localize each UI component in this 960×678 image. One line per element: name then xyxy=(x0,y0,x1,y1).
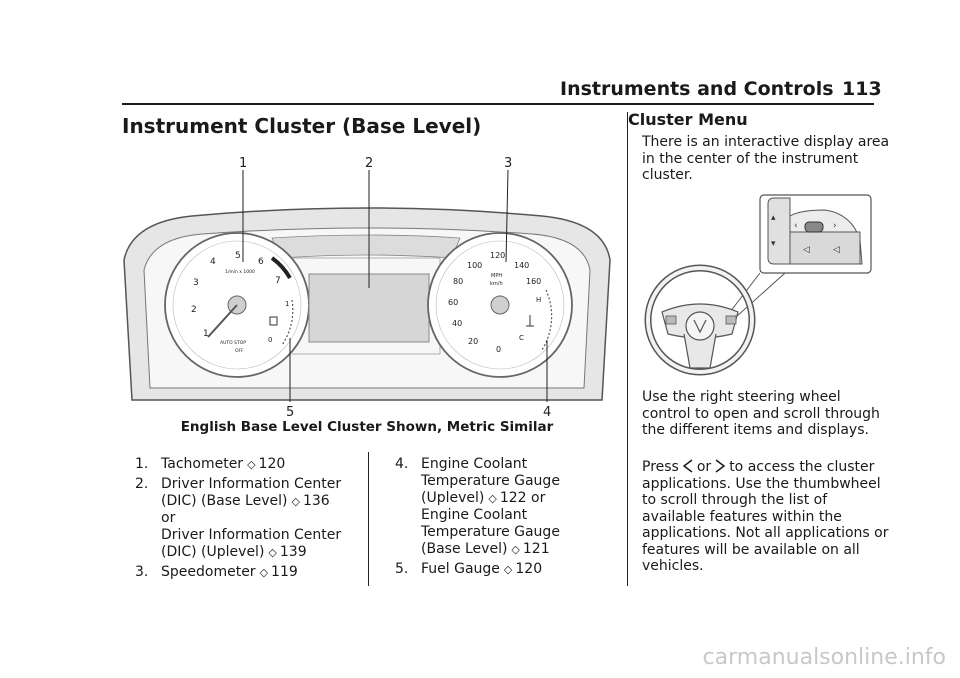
figure-caption: English Base Level Cluster Shown, Metric… xyxy=(180,419,554,435)
callout-2: 2 xyxy=(365,156,373,171)
list-item: 4. Engine Coolant Temperature Gauge (Upl… xyxy=(395,456,560,557)
speedo-label-0: 0 xyxy=(496,345,501,354)
watermark: carmanualsonline.info xyxy=(702,645,946,670)
page-ref-link[interactable]: 122 xyxy=(499,490,527,506)
callout-1: 1 xyxy=(239,156,247,171)
page-ref-link[interactable]: 139 xyxy=(279,544,307,560)
svg-text:▴: ▴ xyxy=(771,213,776,223)
callout-3: 3 xyxy=(504,156,512,171)
left-chevron-icon xyxy=(682,459,693,473)
speedo-label-160: 160 xyxy=(526,277,541,286)
list-number: 4. xyxy=(395,456,409,472)
page-ref-icon: ◇ xyxy=(503,563,513,576)
column-rule xyxy=(627,112,628,586)
list-item: 5. Fuel Gauge◇120 xyxy=(395,561,543,577)
callout-list-left: 1. Tachometer◇120 2. Driver Information … xyxy=(135,456,360,584)
instrument-cluster-illustration: 1 2 3 4 5 6 7 1/min x 1000 AUTO STOP OFF… xyxy=(123,156,611,420)
tach-label-1: 1 xyxy=(203,329,209,339)
page-ref-icon: ◇ xyxy=(511,543,520,556)
tach-label-2: 2 xyxy=(191,305,197,315)
left-chevron-icon: ‹ xyxy=(794,221,798,231)
list-number: 2. xyxy=(135,476,149,492)
volume-down-icon: ◁ xyxy=(803,245,810,255)
intro-paragraph: There is an interactive display area in … xyxy=(642,134,890,183)
right-chevron-icon xyxy=(715,459,726,473)
callout-list-right: 4. Engine Coolant Temperature Gauge (Upl… xyxy=(395,456,615,581)
page-ref-link[interactable]: 136 xyxy=(302,493,330,509)
chapter-title: Instruments and Controls xyxy=(560,78,834,100)
page-ref-link[interactable]: 121 xyxy=(522,541,550,557)
callout-5: 5 xyxy=(286,405,294,420)
tach-label-3: 3 xyxy=(193,278,199,288)
speedo-label-100: 100 xyxy=(467,261,482,270)
fuel-empty-label: 0 xyxy=(268,336,272,344)
cluster-menu-title: Cluster Menu xyxy=(628,110,748,129)
speedo-label-20: 20 xyxy=(468,337,478,346)
callout-4: 4 xyxy=(543,405,551,420)
page-ref-link[interactable]: 119 xyxy=(271,564,298,580)
tachometer-gauge: 1 2 3 4 5 6 7 1/min x 1000 AUTO STOP OFF… xyxy=(164,232,310,378)
speedo-label-140: 140 xyxy=(514,261,529,270)
header-rule xyxy=(122,103,874,105)
page-ref-icon: ◇ xyxy=(268,546,277,559)
page-ref-link[interactable]: 120 xyxy=(258,456,286,472)
temp-hot-label: H xyxy=(536,296,541,304)
page-ref-icon: ◇ xyxy=(247,458,256,471)
speedo-label-60: 60 xyxy=(448,298,458,307)
tach-unit: 1/min x 1000 xyxy=(225,269,255,275)
off-label: OFF xyxy=(235,348,244,354)
speedometer-gauge: 0 20 40 60 80 100 120 140 160 MPH km/h H… xyxy=(427,232,573,378)
volume-up-icon: ◁ xyxy=(833,245,840,255)
page-number: 113 xyxy=(842,78,882,100)
speedo-label-40: 40 xyxy=(452,319,462,328)
list-item: 1. Tachometer◇120 xyxy=(135,456,286,472)
thumbwheel-icon xyxy=(804,221,824,233)
page-ref-icon: ◇ xyxy=(488,492,497,505)
page-ref-icon: ◇ xyxy=(291,495,300,508)
tach-label-7: 7 xyxy=(275,276,281,286)
tach-label-4: 4 xyxy=(210,257,216,267)
fuel-full-label: 1 xyxy=(285,300,289,308)
column-rule xyxy=(368,452,369,586)
section-title: Instrument Cluster (Base Level) xyxy=(122,114,482,138)
speedo-unit-mph: MPH xyxy=(491,273,502,279)
tach-label-6: 6 xyxy=(258,257,264,267)
steering-wheel-illustration: ▴ ▾ ‹ › ◁ ◁ xyxy=(644,194,872,376)
coolant-temp-icon xyxy=(526,315,534,327)
temp-cold-label: C xyxy=(519,334,524,342)
steering-wheel xyxy=(644,264,756,376)
list-number: 3. xyxy=(135,564,149,580)
tach-label-5: 5 xyxy=(235,251,241,261)
list-number: 1. xyxy=(135,456,149,472)
right-chevron-icon: › xyxy=(833,221,837,231)
list-number: 5. xyxy=(395,561,409,577)
list-item: 2. Driver Information Center (DIC) (Base… xyxy=(135,476,342,560)
page-ref-icon: ◇ xyxy=(259,566,269,579)
svg-text:▾: ▾ xyxy=(771,239,776,249)
page-ref-link[interactable]: 120 xyxy=(515,561,543,577)
speedo-unit-kmh: km/h xyxy=(490,281,503,287)
speedo-label-120: 120 xyxy=(490,251,505,260)
speedo-label-80: 80 xyxy=(453,277,463,286)
list-item: 3. Speedometer◇119 xyxy=(135,564,298,580)
fuel-pump-icon xyxy=(269,316,278,326)
steering-control-paragraph: Use the right steering wheel control to … xyxy=(642,389,880,438)
auto-stop-label: AUTO STOP xyxy=(220,340,246,346)
